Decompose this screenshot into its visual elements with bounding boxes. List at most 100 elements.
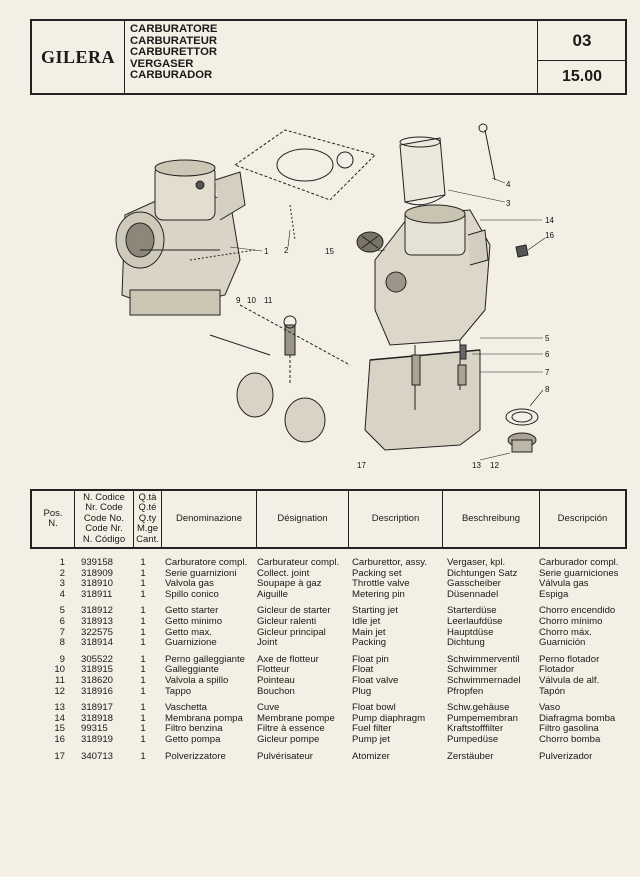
cell-es: Serie guarniciones <box>539 567 619 579</box>
cell-de: Pumpedüse <box>447 733 499 745</box>
carburettor-body-drawing <box>374 204 491 346</box>
cell-fr: Filtre à essence <box>257 723 325 735</box>
cell-pos: 15 <box>54 723 65 735</box>
callout-10: 10 <box>247 296 256 305</box>
cell-code: 340713 <box>81 750 114 762</box>
cell-it: Carburatore compl. <box>165 557 248 568</box>
cell-code: 318910 <box>81 578 114 590</box>
cell-pos: 4 <box>59 588 65 600</box>
cell-en: Fuel filter <box>352 723 392 735</box>
callout-1: 1 <box>264 247 269 256</box>
callout-15: 15 <box>325 247 334 256</box>
cell-code: 318909 <box>81 567 114 579</box>
cell-code: 318917 <box>81 702 114 714</box>
cell-es: Pulverizador <box>539 750 593 762</box>
cell-pos: 9 <box>59 653 65 665</box>
cell-fr: Bouchon <box>257 685 295 697</box>
cell-code: 318914 <box>81 637 114 649</box>
cell-qty: 1 <box>140 605 146 617</box>
cell-qty: 1 <box>140 733 146 745</box>
cell-en: Float bowl <box>352 702 396 714</box>
cell-qty: 1 <box>140 578 146 590</box>
cell-pos: 1 <box>59 557 65 568</box>
cell-en: Float pin <box>352 653 389 665</box>
cell-it: Serie guarnizioni <box>165 567 237 579</box>
callout-6: 6 <box>545 350 550 359</box>
callout-3: 3 <box>506 199 511 208</box>
float-drawing <box>209 304 351 443</box>
cell-es: Chorro máx. <box>539 626 592 638</box>
cell-pos: 13 <box>54 702 65 714</box>
cell-de: Schwimmernadel <box>447 674 521 686</box>
cell-fr: Joint <box>257 637 278 649</box>
cell-fr: Collect. joint <box>257 567 310 579</box>
cell-de: Schwimmerventil <box>447 653 520 665</box>
exploded-view-diagram: 1 2 3 4 5 6 7 8 9 10 11 12 13 14 15 16 1… <box>115 123 554 470</box>
callout-14: 14 <box>545 216 554 225</box>
callout-12: 12 <box>490 461 499 470</box>
cell-fr: Gicleur ralenti <box>257 615 317 627</box>
cell-it: Getto minimo <box>165 615 223 627</box>
cell-it: Valvola gas <box>165 578 214 590</box>
title-de: VERGASER <box>130 57 194 70</box>
cell-en: Carburettor, assy. <box>352 557 428 568</box>
cell-de: Starterdüse <box>447 605 497 617</box>
cell-pos: 16 <box>54 733 65 745</box>
cell-es: Válvula de alf. <box>539 674 600 686</box>
cell-code: 318620 <box>81 674 114 686</box>
callout-13: 13 <box>472 461 481 470</box>
cell-de: Schw.gehäuse <box>447 702 510 714</box>
fuel-filter-drawing <box>356 231 384 253</box>
leader-lines <box>229 177 546 461</box>
section-titles: CARBURATORE CARBURATEUR CARBURETTOR VERG… <box>130 23 530 82</box>
cell-de: Schwimmer <box>447 664 498 676</box>
cell-it: Getto starter <box>165 605 219 617</box>
header-italian: Denominazione <box>162 491 257 547</box>
cell-en: Packing <box>352 637 387 649</box>
cell-pos: 10 <box>54 664 65 676</box>
cell-es: Flotador <box>539 664 575 676</box>
cell-es: Guarnición <box>539 637 586 649</box>
section-number: 03 <box>538 21 626 61</box>
cell-pos: 3 <box>59 578 65 590</box>
cell-en: Idle jet <box>352 615 381 627</box>
cell-it: Guarnizione <box>165 637 217 649</box>
cell-it: Getto pompa <box>165 733 221 745</box>
cell-it: Tappo <box>165 685 192 697</box>
cell-qty: 1 <box>140 637 146 649</box>
cell-en: Plug <box>352 685 372 697</box>
cell-de: Kraftstofffilter <box>447 723 504 735</box>
cell-code: 318919 <box>81 733 114 745</box>
cell-es: Chorro bomba <box>539 733 601 745</box>
cell-code: 322575 <box>81 626 114 638</box>
float-bowl-drawing <box>364 340 481 451</box>
cell-de: Pumpemembran <box>447 712 518 724</box>
cell-es: Filtro gasolina <box>539 723 599 735</box>
cell-pos: 8 <box>59 637 65 649</box>
pump-jet-drawing <box>515 244 529 258</box>
cell-fr: Flotteur <box>257 664 290 676</box>
cell-it: Membrana pompa <box>165 712 243 724</box>
cell-it: Polverizzatore <box>165 750 226 762</box>
brand-logo: GILERA <box>32 21 125 93</box>
cell-pos: 6 <box>59 615 65 627</box>
cell-fr: Membrane pompe <box>257 712 335 724</box>
cell-code: 318913 <box>81 615 114 627</box>
